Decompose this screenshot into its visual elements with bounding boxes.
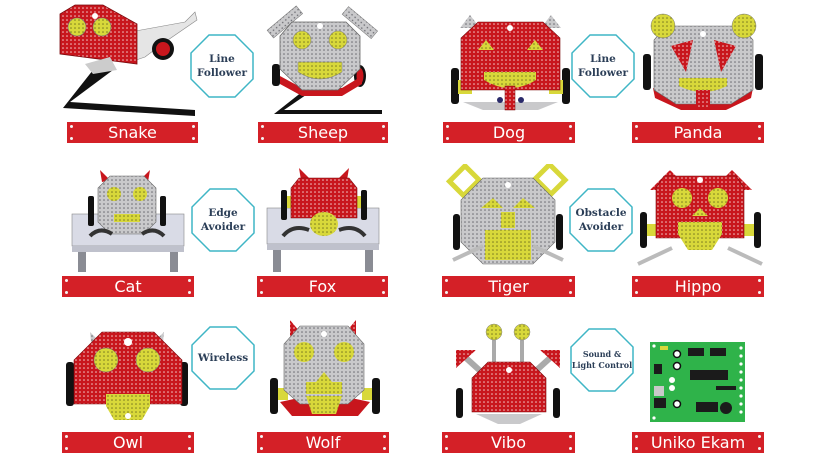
- robot-label-hippo: Hippo: [632, 276, 764, 297]
- robot-label-panda: Panda: [632, 122, 764, 143]
- octagon-line2: Avoider: [578, 221, 624, 233]
- hippo-robot-image: [632, 168, 767, 274]
- label-text: Fox: [308, 277, 337, 296]
- robot-label-wolf: Wolf: [257, 432, 389, 453]
- category-octagon-sound-light-control: Sound &Light Control: [570, 328, 634, 392]
- octagon-line1: Edge: [208, 207, 238, 219]
- label-text: Vibo: [491, 433, 526, 452]
- cat-robot-image: [70, 166, 190, 274]
- label-text: Snake: [108, 123, 157, 142]
- category-octagon-wireless: Wireless: [191, 326, 255, 390]
- wolf-robot-image: [268, 318, 388, 430]
- octagon-line1: Line: [590, 53, 616, 65]
- label-text: Owl: [112, 433, 144, 452]
- label-text: Sheep: [297, 123, 349, 142]
- owl-robot-image: [62, 322, 192, 430]
- octagon-line2: Light Control: [571, 360, 633, 370]
- robot-label-fox: Fox: [257, 276, 388, 297]
- robot-label-tiger: Tiger: [442, 276, 575, 297]
- octagon-line1: Sound &: [582, 349, 622, 359]
- label-text: Wolf: [305, 433, 341, 452]
- vibo-robot-image: [450, 320, 570, 428]
- sheep-robot-image: [262, 4, 382, 119]
- label-text: Panda: [673, 123, 723, 142]
- octagon-line1: Line: [209, 53, 235, 65]
- label-text: Cat: [114, 277, 142, 296]
- octagon-line2: Follower: [196, 67, 248, 79]
- robot-label-vibo: Vibo: [442, 432, 575, 453]
- label-text: Uniko Ekam: [650, 433, 746, 452]
- robot-label-sheep: Sheep: [258, 122, 388, 143]
- label-text: Dog: [492, 123, 526, 142]
- robot-label-cat: Cat: [62, 276, 194, 297]
- octagon-line2: Follower: [577, 67, 629, 79]
- robot-label-uniko-ekam: Uniko Ekam: [632, 432, 764, 453]
- label-text: Hippo: [674, 277, 722, 296]
- octagon-line1: Obstacle: [575, 207, 627, 219]
- robot-label-dog: Dog: [443, 122, 575, 143]
- uniko-ekam-board-image: [650, 342, 745, 422]
- octagon-line2: Avoider: [200, 221, 246, 233]
- snake-robot-image: [45, 2, 205, 117]
- dog-robot-image: [448, 10, 573, 116]
- octagon-line1: Wireless: [197, 352, 249, 364]
- robot-label-snake: Snake: [67, 122, 198, 143]
- label-text: Tiger: [488, 277, 529, 296]
- panda-robot-image: [641, 12, 766, 118]
- fox-robot-image: [265, 166, 385, 274]
- robot-label-owl: Owl: [62, 432, 194, 453]
- tiger-robot-image: [443, 160, 573, 274]
